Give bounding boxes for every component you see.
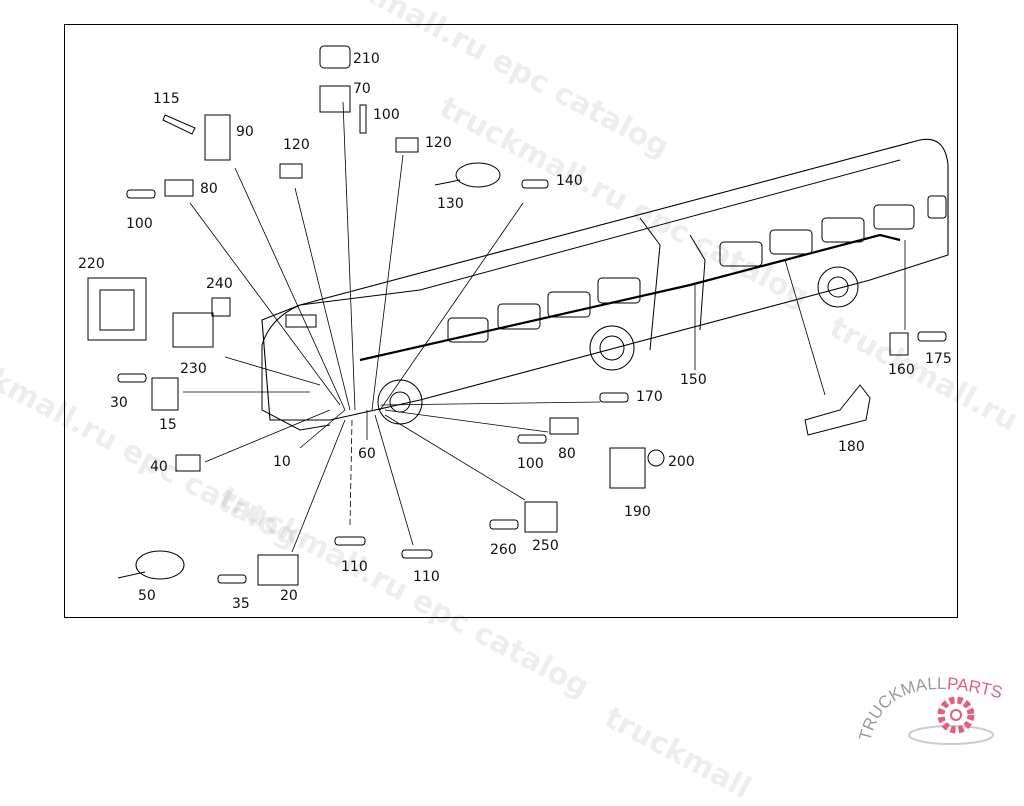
callout-120: 120 xyxy=(283,137,310,153)
callout-35: 35 xyxy=(232,596,250,612)
callout-30: 30 xyxy=(110,395,128,411)
callout-190: 190 xyxy=(624,504,651,520)
callout-50: 50 xyxy=(138,588,156,604)
part-110-terminal-a xyxy=(334,536,366,546)
truckmallparts-logo: TRUCKMALLPARTS xyxy=(856,674,1004,745)
part-120-housing-b xyxy=(395,137,419,153)
callout-40: 40 xyxy=(150,459,168,475)
part-200-screw xyxy=(647,449,665,467)
callout-160: 160 xyxy=(888,362,915,378)
part-100-terminal xyxy=(359,104,367,134)
callout-80: 80 xyxy=(200,181,218,197)
part-130-cable-tie xyxy=(455,162,501,188)
part-115-terminal xyxy=(162,114,196,135)
callout-100: 100 xyxy=(517,456,544,472)
part-210-relay xyxy=(319,45,351,69)
callout-110: 110 xyxy=(341,559,368,575)
callout-140: 140 xyxy=(556,173,583,189)
gear-icon xyxy=(937,696,975,734)
callout-130: 130 xyxy=(437,196,464,212)
part-80-housing-b xyxy=(549,417,579,435)
part-100-terminal-b xyxy=(126,189,156,199)
callout-60: 60 xyxy=(358,446,376,462)
callout-175: 175 xyxy=(925,351,952,367)
callout-80: 80 xyxy=(558,446,576,462)
part-15-connector xyxy=(151,377,179,411)
callout-240: 240 xyxy=(206,276,233,292)
part-120-housing-a xyxy=(279,163,303,179)
part-110-terminal-b xyxy=(401,549,433,559)
part-240-symbol xyxy=(211,297,231,317)
part-180-plug xyxy=(804,384,871,436)
callout-90: 90 xyxy=(236,124,254,140)
callout-150: 150 xyxy=(680,372,707,388)
callout-230: 230 xyxy=(180,361,207,377)
parts xyxy=(87,45,947,586)
callout-10: 10 xyxy=(273,454,291,470)
callout-115: 115 xyxy=(153,91,180,107)
part-80-housing-a xyxy=(164,179,194,197)
leader-lines xyxy=(183,101,906,553)
part-20-connector xyxy=(257,554,299,586)
part-100-terminal-c xyxy=(517,434,547,444)
callout-70: 70 xyxy=(353,81,371,97)
callout-120: 120 xyxy=(425,135,452,151)
callout-110: 110 xyxy=(413,569,440,585)
callout-220: 220 xyxy=(78,256,105,272)
callout-15: 15 xyxy=(159,417,177,433)
part-70-socket xyxy=(319,85,351,113)
part-90-module xyxy=(204,114,231,161)
callout-100: 100 xyxy=(373,107,400,123)
part-50-cable-tie xyxy=(135,550,185,580)
part-30-terminal xyxy=(117,373,147,383)
part-40-housing xyxy=(175,454,201,472)
callout-180: 180 xyxy=(838,439,865,455)
part-260-terminal xyxy=(489,519,519,530)
callout-250: 250 xyxy=(532,538,559,554)
parts-diagram xyxy=(87,45,949,586)
callout-170: 170 xyxy=(636,389,663,405)
part-250-connector xyxy=(524,501,558,533)
svg-text:TRUCKMALLPARTS: TRUCKMALLPARTS xyxy=(856,674,1004,743)
logo-text-accent: PARTS xyxy=(946,674,1004,702)
part-140-terminal xyxy=(521,179,549,189)
logo-text-dark: TRUCKMALL xyxy=(856,674,946,743)
callout-200: 200 xyxy=(668,454,695,470)
part-170-terminal xyxy=(599,392,629,403)
bus-outline xyxy=(261,138,949,431)
part-160-housing xyxy=(889,332,909,356)
callout-260: 260 xyxy=(490,542,517,558)
callout-210: 210 xyxy=(353,51,380,67)
part-35-terminal xyxy=(217,574,247,584)
callout-20: 20 xyxy=(280,588,298,604)
part-190-bracket xyxy=(609,447,646,489)
part-220-frame xyxy=(87,277,147,341)
part-230-switch xyxy=(172,312,214,348)
callout-100: 100 xyxy=(126,216,153,232)
part-175-terminal xyxy=(917,331,947,342)
